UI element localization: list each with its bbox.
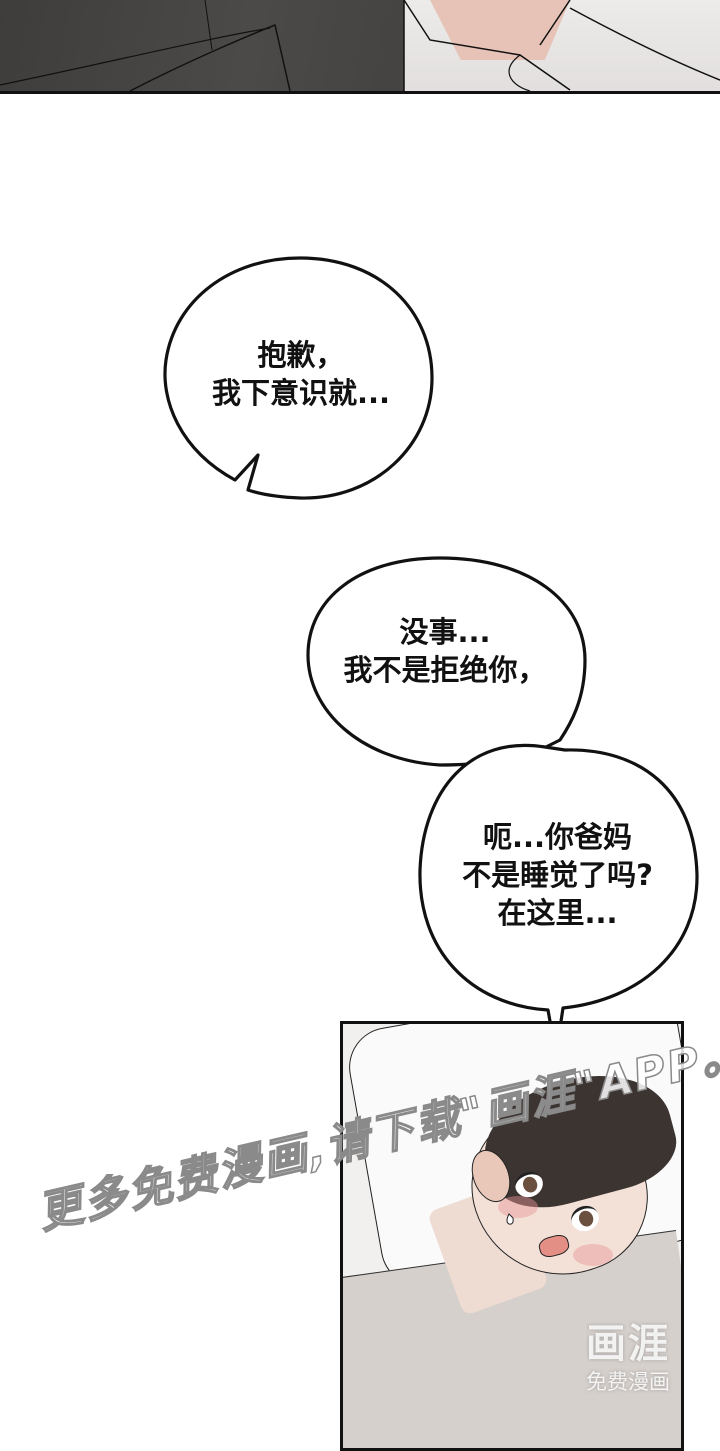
sweat-drop-icon	[506, 1213, 514, 1225]
blush-left	[498, 1196, 538, 1218]
speech-bubble-1-text: 抱歉， 我下意识就...	[211, 338, 391, 410]
watermark-logo-title: 画涯	[586, 1321, 670, 1367]
watermark-logo-subtitle: 免费漫画	[586, 1370, 670, 1394]
top-panel-linework	[0, 0, 720, 91]
speech-bubble-2-text: 没事... 我不是拒绝你，	[343, 615, 547, 687]
speech-bubble-3-text: 呃...你爸妈 不是睡觉了吗? 在这里...	[462, 820, 653, 930]
blush-right	[573, 1244, 613, 1266]
bottom-comic-panel	[340, 1021, 684, 1451]
top-comic-panel	[0, 0, 720, 94]
dark-coat-artwork	[0, 0, 410, 91]
watermark-logo: 画涯 免费漫画	[572, 1320, 684, 1396]
